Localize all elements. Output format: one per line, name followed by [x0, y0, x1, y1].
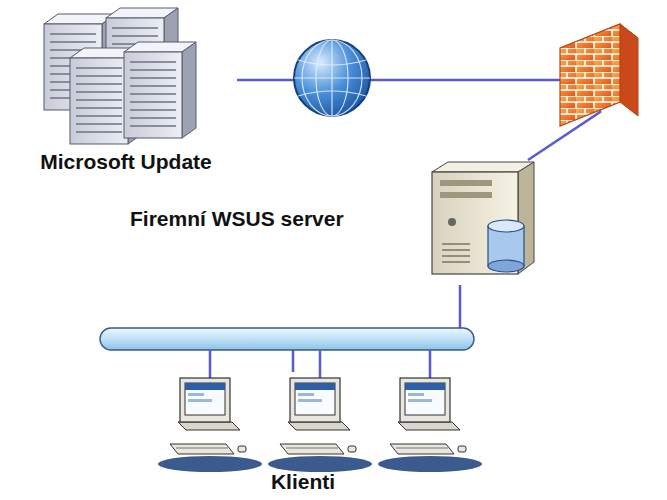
wsus-server: Firemní WSUS server: [122, 160, 542, 285]
node-label: Klienti: [271, 470, 335, 494]
node-label: Firemní WSUS server: [130, 207, 344, 231]
server-farm: Microsoft Update: [15, 8, 237, 178]
network-link: [237, 80, 600, 160]
node-label: Microsoft Update: [40, 150, 212, 174]
client-group: Klienti: [128, 372, 478, 498]
